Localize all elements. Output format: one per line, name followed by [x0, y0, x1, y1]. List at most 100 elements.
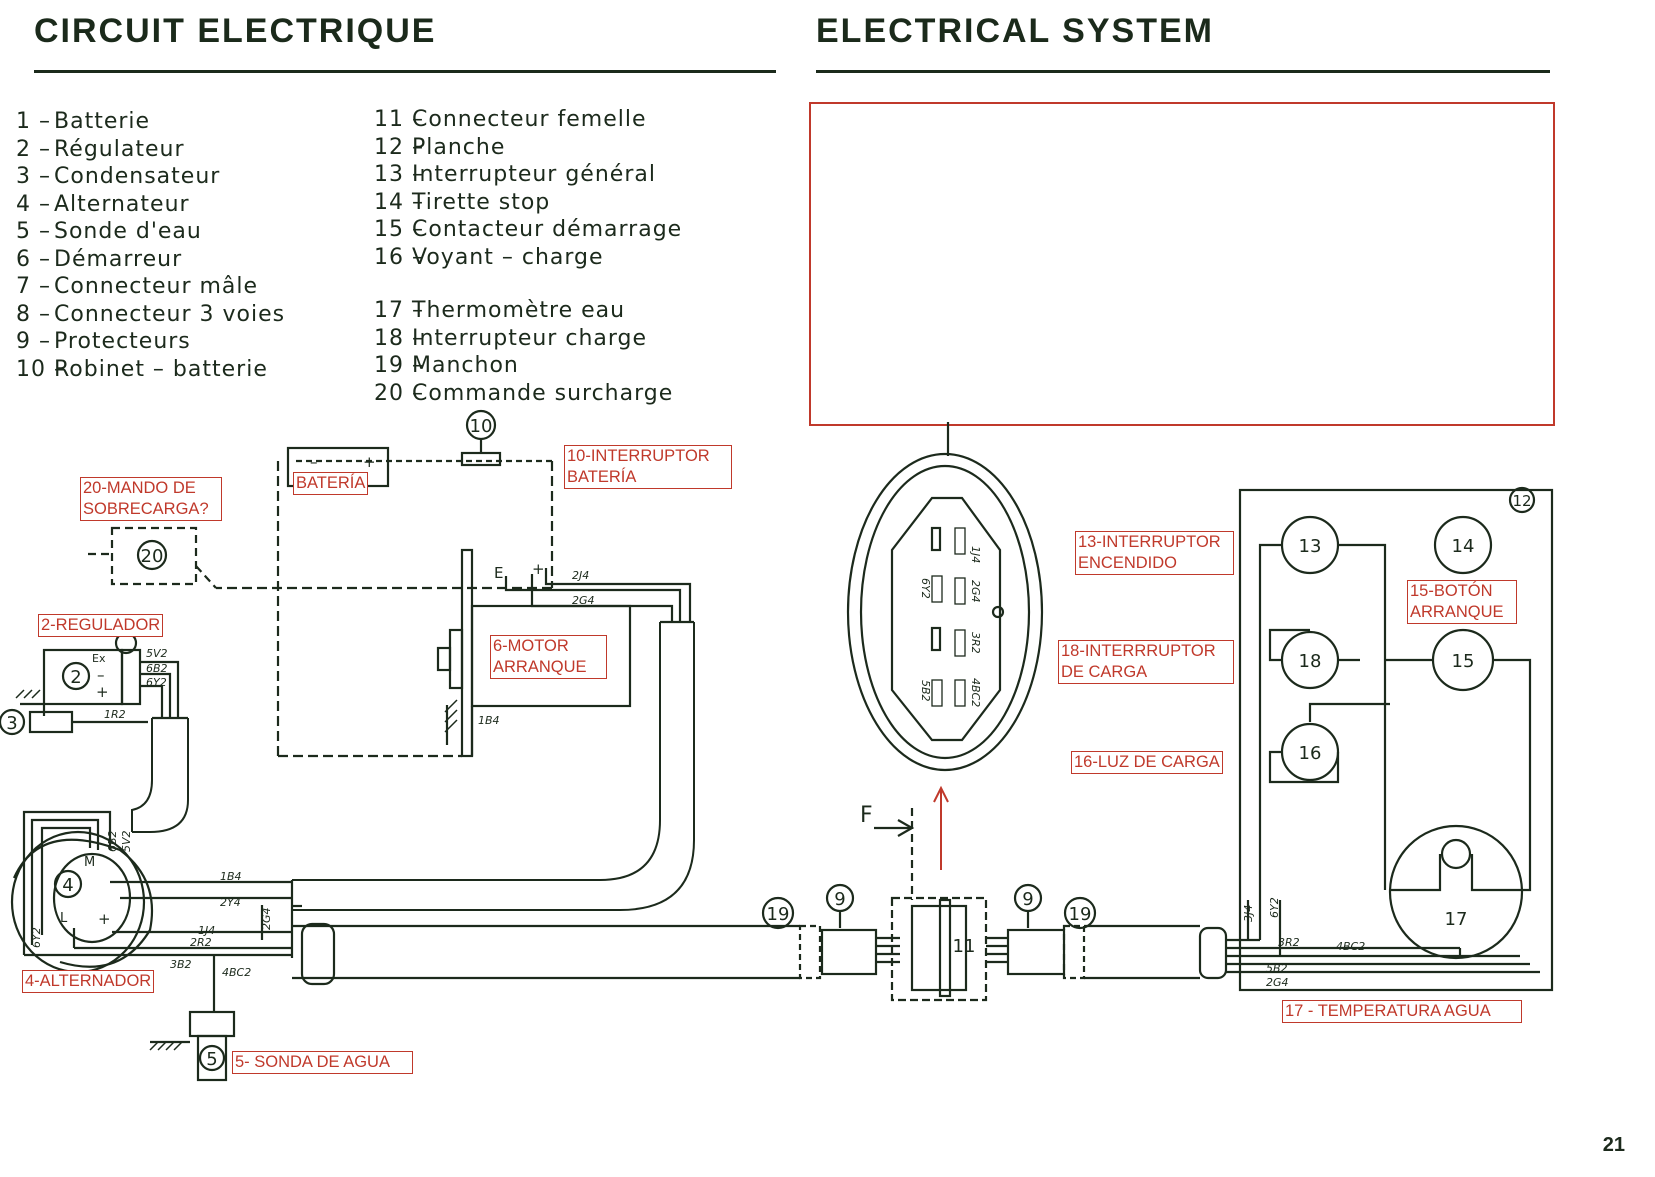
callout-16-text: 16	[1299, 743, 1322, 764]
legend-item-number: 4 –	[16, 191, 51, 217]
gauge-17	[1388, 824, 1524, 960]
regulator	[20, 648, 142, 716]
legend-item-text: Protecteurs	[54, 329, 191, 354]
legend-item: 14 –Tirette stop	[374, 189, 682, 217]
pin-label: 4BC2	[969, 678, 982, 707]
callout-9-left-text: 9	[834, 889, 845, 910]
callout-4	[53, 869, 83, 899]
legend-item-number: 7 –	[16, 274, 51, 299]
callout-12-text: 12	[1512, 492, 1531, 510]
label-temperatura-agua: 17 - TEMPERATURA AGUA	[1282, 1000, 1522, 1023]
title-english: ELECTRICAL SYSTEM	[816, 12, 1214, 50]
regulator-minus: –	[97, 666, 105, 684]
overcharge-command	[88, 526, 217, 589]
callout-20	[136, 539, 168, 571]
wire-label: 2G4	[260, 907, 273, 930]
legend-item: 19 –Manchon	[374, 352, 682, 380]
callout-18-text: 18	[1299, 651, 1322, 672]
starter-e: E	[494, 564, 503, 582]
wire-label: 5B2	[1266, 962, 1288, 975]
legend-item: 3 –Condensateur	[16, 163, 285, 191]
wire-label: 5V2	[146, 647, 168, 660]
callout-19-right	[1063, 896, 1097, 930]
legend-item-number: 2 –	[16, 136, 51, 162]
legend-item-text: Connecteur mâle	[54, 274, 259, 299]
label-sonda-agua: 5- SONDA DE AGUA	[232, 1051, 413, 1074]
legend-item-text: Manchon	[412, 353, 519, 378]
wire-label: 3R2	[1278, 936, 1300, 949]
pin-label: 1J4	[969, 546, 982, 563]
legend-item-text: Tirette stop	[412, 189, 551, 215]
label-interruptor-encendido: 13-INTERRUPTOR ENCENDIDO	[1075, 531, 1234, 575]
legend-item: 4 –Alternateur	[16, 191, 285, 219]
wire-label: 1R2	[104, 708, 126, 721]
callout-14-text: 14	[1452, 536, 1475, 557]
wire-label: 4BC2	[222, 966, 251, 979]
wire-label: 6B2	[106, 830, 119, 852]
legend-item-number: 8 –	[16, 301, 51, 327]
alternator-l: L	[60, 911, 68, 926]
wire-label: 4BC2	[1336, 940, 1365, 953]
wire-label: 6Y2	[146, 676, 167, 689]
legend-item: 20 –Commande surcharge	[374, 380, 682, 408]
callout-19-left-text: 19	[767, 904, 790, 925]
legend-item-text: Condensateur	[54, 164, 221, 189]
callout-2-text: 2	[70, 667, 81, 688]
pin-label: 6Y2	[919, 578, 932, 599]
callout-5	[198, 1044, 226, 1072]
legend-item: 7 –Connecteur mâle	[16, 273, 285, 301]
callout-2	[61, 661, 91, 691]
main-harness	[290, 880, 800, 986]
wire-label: 2R2	[190, 936, 212, 949]
battery-switch	[460, 440, 502, 467]
callout-19-left	[761, 896, 795, 930]
callout-3	[0, 708, 26, 736]
callout-10-text: 10	[470, 416, 493, 437]
legend-item-text: Connecteur 3 voies	[54, 301, 286, 327]
legend-item-number: 6 –	[16, 246, 51, 272]
regulator-plus: +	[96, 683, 109, 701]
legend-item-text: Sonde d'eau	[54, 219, 202, 244]
starter-plus: +	[532, 560, 545, 578]
wire-label: 2Y4	[220, 896, 241, 909]
condenser	[28, 710, 148, 734]
label-boton-arranque: 15-BOTÓN ARRANQUE	[1407, 580, 1517, 624]
callout-13-text: 13	[1299, 536, 1322, 557]
legend-item: 13 –Interrupteur général	[374, 161, 682, 189]
wire-label: 1J4	[198, 924, 215, 937]
legend-item: 5 –Sonde d'eau	[16, 218, 285, 246]
wire-label: 3B2	[170, 958, 192, 971]
legend-item-number: 5 –	[16, 219, 51, 244]
title-french: CIRCUIT ELECTRIQUE	[34, 12, 437, 50]
label-alternador: 4-ALTERNADOR	[22, 970, 155, 993]
alternator-m: M	[84, 855, 95, 870]
regulator-ex: Ex	[92, 652, 106, 665]
callout-5-text: 5	[206, 1049, 217, 1070]
arrow-f: F	[860, 803, 873, 828]
pin-label: 5B2	[919, 680, 932, 702]
annotation-frame	[809, 102, 1555, 426]
legend-item-text: Connecteur femelle	[412, 107, 647, 132]
title-rule-right	[816, 70, 1550, 73]
label-bateria: BATERÍA	[293, 472, 369, 495]
legend-item-text: Thermomètre eau	[412, 298, 626, 323]
wire-label: 6B2	[146, 662, 168, 675]
callout-4-text: 4	[62, 875, 73, 896]
label-motor-arranque: 6-MOTOR ARRANQUE	[490, 635, 607, 679]
label-regulador: 2-REGULADOR	[38, 614, 164, 637]
legend-item-text: Commande surcharge	[412, 380, 674, 406]
legend-item-text: Interrupteur charge	[412, 325, 648, 351]
label-interruptor-bateria: 10-INTERRUPTOR BATERÍA	[564, 445, 732, 489]
legend-item-text: Batterie	[54, 109, 151, 134]
wire-label: 5V2	[120, 830, 133, 852]
callout-15-text: 15	[1452, 651, 1475, 672]
legend-item-text: Contacteur démarrage	[412, 217, 683, 242]
dashboard-panel	[1238, 488, 1554, 992]
callout-3-text: 3	[6, 713, 17, 734]
battery-symbol	[216, 446, 554, 758]
connector-11	[890, 896, 988, 1002]
battery-plus: +	[363, 453, 376, 471]
wire-label: 2G4	[572, 594, 595, 607]
